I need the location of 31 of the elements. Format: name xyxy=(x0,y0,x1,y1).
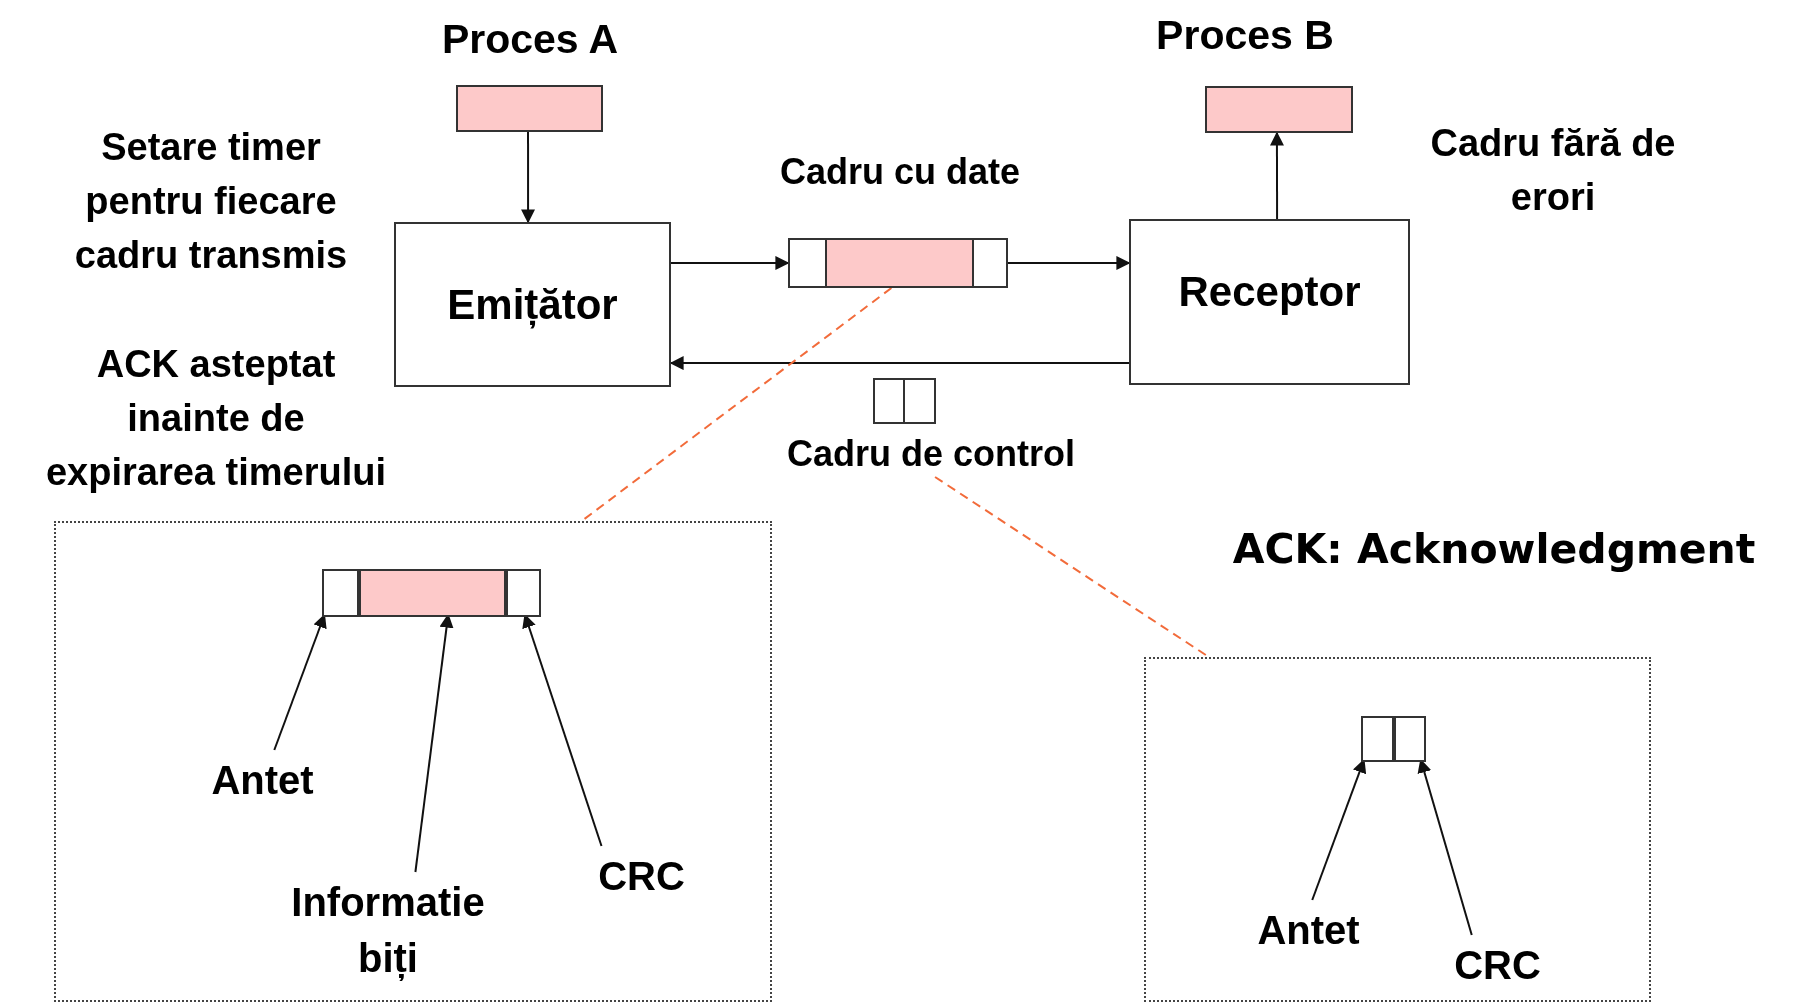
note-text: ACK asteptat inainte de expirarea timerului xyxy=(44,342,387,495)
data-block xyxy=(1205,86,1353,133)
arrow xyxy=(1269,131,1284,220)
data-frame xyxy=(788,238,1008,288)
field-label: Informatie biți xyxy=(283,874,493,990)
frame-field xyxy=(1361,716,1394,762)
arrow xyxy=(521,131,536,224)
process-heading: Proces B xyxy=(1155,11,1335,60)
detail-panel xyxy=(1144,657,1651,1002)
field-label: CRC xyxy=(1450,937,1545,985)
frame-field xyxy=(1394,716,1426,762)
note-text: Setare timer pentru fiecare cadru transmis xyxy=(73,125,349,278)
data-block xyxy=(456,85,603,132)
arrow xyxy=(670,256,790,270)
detail-panel xyxy=(54,521,772,1002)
frame-field xyxy=(322,569,359,617)
frame-diagram xyxy=(322,569,541,617)
process-heading: Proces A xyxy=(440,15,620,64)
process-box: Receptor xyxy=(1129,219,1410,385)
arrow xyxy=(1007,256,1131,270)
frame-caption: Cadru de control xyxy=(786,432,1076,476)
abbreviation-note: ACK: Acknowledgment xyxy=(1231,524,1757,575)
field-label: Antet xyxy=(1251,902,1366,950)
field-label: Antet xyxy=(205,752,320,800)
field-label: CRC xyxy=(594,848,689,896)
process-box: Emițător xyxy=(394,222,671,387)
note-text: Cadru fără de erori xyxy=(1429,121,1677,220)
frame-diagram xyxy=(1361,716,1426,762)
frame-field xyxy=(359,569,506,617)
frame-caption: Cadru cu date xyxy=(778,150,1021,194)
frame-field xyxy=(506,569,541,617)
